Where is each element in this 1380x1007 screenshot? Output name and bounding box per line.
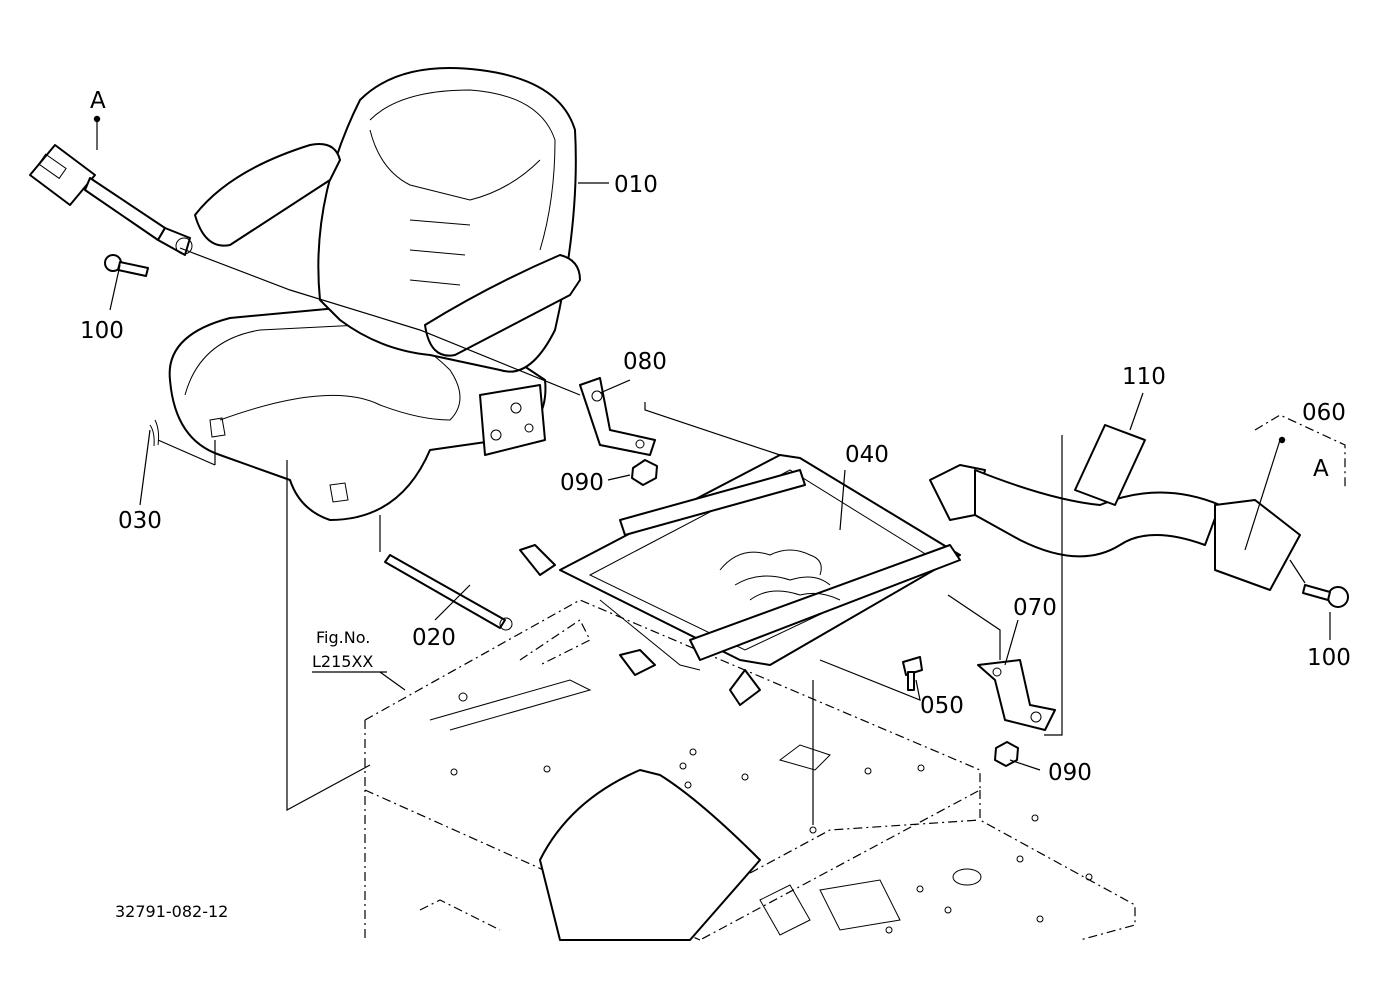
seat-belt-buckle <box>29 144 193 256</box>
figure-ref-line1: Fig.No. <box>316 628 370 647</box>
nut-090-lower <box>994 741 1019 767</box>
ref-dot-a <box>93 115 101 123</box>
bolt-100-right <box>1302 584 1349 608</box>
tractor-frame <box>364 599 1136 941</box>
callout-030: 030 <box>118 508 162 534</box>
suspension-040 <box>519 454 961 706</box>
callout-060: 060 <box>1302 400 1346 426</box>
callout-010: 010 <box>614 172 658 198</box>
callout-110: 110 <box>1122 364 1166 390</box>
callout-090-lower: 090 <box>1048 760 1092 786</box>
callout-100-left: 100 <box>80 318 124 344</box>
ref-dot-a-right <box>1278 436 1286 444</box>
callout-040: 040 <box>845 442 889 468</box>
pin-030 <box>149 419 160 447</box>
callout-020: 020 <box>412 625 456 651</box>
bracket-070 <box>977 659 1056 731</box>
leader-lines <box>96 119 1346 825</box>
nut-090-upper <box>631 459 658 486</box>
seat-belt-strap <box>929 424 1301 591</box>
callout-100-right: 100 <box>1307 645 1351 671</box>
rod-020 <box>384 554 513 631</box>
ref-a-left: A <box>90 88 106 114</box>
figure-ref-line2: L215XX <box>312 652 373 671</box>
bolt-050 <box>902 656 923 691</box>
drawing-number: 32791-082-12 <box>115 902 228 921</box>
seat-010 <box>168 67 581 521</box>
callout-080: 080 <box>623 349 667 375</box>
bolt-100-left <box>104 254 149 277</box>
ref-a-right: A <box>1313 456 1329 482</box>
callout-070: 070 <box>1013 595 1057 621</box>
callout-090-upper: 090 <box>560 470 604 496</box>
bracket-080 <box>579 377 656 456</box>
callout-050: 050 <box>920 693 964 719</box>
